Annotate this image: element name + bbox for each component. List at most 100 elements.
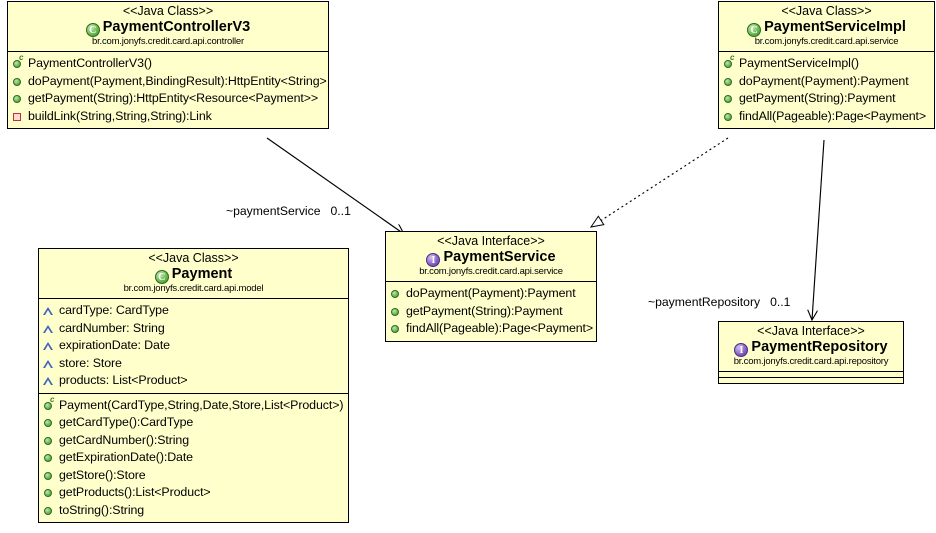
- member-label: doPayment(Payment):Payment: [406, 286, 576, 301]
- stereotype-label: <<Java Class>>: [781, 4, 872, 18]
- member-row[interactable]: findAll(Pageable):Page<Payment>: [722, 108, 932, 126]
- field-row[interactable]: products: List<Product>: [42, 372, 346, 390]
- member-label: getProducts():List<Product>: [59, 485, 211, 500]
- assoc-label-controller-to-service: ~paymentService 0..1: [226, 204, 351, 218]
- package-label: br.com.jonyfs.credit.card.api.repository: [733, 356, 889, 368]
- methods-compartment-paymentrepository: [719, 377, 903, 383]
- field-icon: [42, 304, 57, 318]
- methods-compartment-paymentserviceimpl: c PaymentServiceImpl() doPayment(Payment…: [719, 51, 934, 128]
- class-name-text: PaymentControllerV3: [102, 18, 251, 35]
- member-row[interactable]: findAll(Pageable):Page<Payment>: [389, 320, 594, 338]
- member-row[interactable]: buildLink(String,String,String):Link: [11, 108, 326, 126]
- member-label: getPayment(String):Payment: [406, 303, 563, 318]
- public-method-icon: [42, 486, 57, 500]
- constructor-icon: c: [11, 54, 26, 71]
- field-label: cardNumber: String: [59, 320, 165, 335]
- public-method-icon: [42, 504, 57, 518]
- class-name-text: PaymentRepository: [751, 338, 888, 355]
- member-row[interactable]: getPayment(String):Payment: [722, 90, 932, 108]
- class-name-text: Payment: [171, 265, 233, 282]
- member-row[interactable]: getStore():Store: [42, 467, 346, 485]
- field-row[interactable]: cardNumber: String: [42, 320, 346, 338]
- member-row[interactable]: getPayment(String):HttpEntity<Resource<P…: [11, 90, 326, 108]
- member-row[interactable]: getCardType():CardType: [42, 414, 346, 432]
- fields-compartment-paymentrepository: [719, 371, 903, 377]
- constructor-icon: c: [722, 54, 737, 71]
- assoc-role-paymentservice: ~paymentService: [226, 204, 321, 218]
- public-method-icon: [42, 451, 57, 465]
- member-row[interactable]: toString():String: [42, 502, 346, 520]
- member-label: getCardNumber():String: [59, 432, 190, 447]
- member-label: getPayment(String):Payment: [739, 91, 896, 106]
- member-row[interactable]: getCardNumber():String: [42, 432, 346, 450]
- member-label: PaymentServiceImpl(): [739, 56, 859, 71]
- member-row[interactable]: getPayment(String):Payment: [389, 303, 594, 321]
- methods-compartment-paymentcontrollerv3: c PaymentControllerV3() doPayment(Paymen…: [8, 51, 328, 128]
- class-name-text: PaymentService: [443, 248, 556, 265]
- field-icon: [42, 322, 57, 336]
- stereotype-label: <<Java Interface>>: [437, 234, 545, 248]
- member-label: findAll(Pageable):Page<Payment>: [406, 321, 594, 336]
- member-row[interactable]: c PaymentControllerV3(): [11, 54, 326, 73]
- member-row[interactable]: getExpirationDate():Date: [42, 449, 346, 467]
- public-method-icon: [722, 92, 737, 106]
- package-label: br.com.jonyfs.credit.card.api.model: [123, 283, 264, 295]
- public-method-icon: [42, 416, 57, 430]
- member-row[interactable]: doPayment(Payment):Payment: [722, 73, 932, 91]
- field-label: store: Store: [59, 355, 122, 370]
- member-label: Payment(CardType,String,Date,Store,List<…: [59, 397, 344, 412]
- methods-compartment-paymentservice: doPayment(Payment):Payment getPayment(St…: [386, 281, 596, 341]
- field-icon: [42, 357, 57, 371]
- member-row[interactable]: c Payment(CardType,String,Date,Store,Lis…: [42, 395, 346, 415]
- member-label: buildLink(String,String,String):Link: [28, 108, 212, 123]
- constructor-icon: c: [42, 395, 57, 413]
- member-row[interactable]: c PaymentServiceImpl(): [722, 54, 932, 73]
- member-row[interactable]: getProducts():List<Product>: [42, 484, 346, 502]
- member-label: getPayment(String):HttpEntity<Resource<P…: [28, 91, 318, 106]
- member-label: toString():String: [59, 502, 145, 517]
- field-label: expirationDate: Date: [59, 338, 170, 353]
- field-row[interactable]: expirationDate: Date: [42, 337, 346, 355]
- package-label: br.com.jonyfs.credit.card.api.service: [419, 266, 563, 278]
- member-row[interactable]: doPayment(Payment):Payment: [389, 285, 594, 303]
- fields-compartment-payment: cardType: CardType cardNumber: String ex…: [39, 298, 348, 393]
- member-label: doPayment(Payment,BindingResult):HttpEnt…: [28, 73, 327, 88]
- field-icon: [42, 339, 57, 353]
- java-class-icon: C: [85, 22, 100, 37]
- member-label: getCardType():CardType: [59, 415, 194, 430]
- java-class-icon: C: [154, 269, 169, 284]
- public-method-icon: [389, 287, 404, 301]
- member-label: findAll(Pageable):Page<Payment>: [739, 108, 927, 123]
- public-method-icon: [722, 75, 737, 89]
- public-method-icon: [11, 75, 26, 89]
- public-method-icon: [389, 305, 404, 319]
- member-label: getStore():Store: [59, 467, 146, 482]
- assoc-multiplicity-paymentservice: 0..1: [330, 204, 351, 218]
- field-row[interactable]: cardType: CardType: [42, 302, 346, 320]
- public-method-icon: [42, 469, 57, 483]
- public-method-icon: [722, 110, 737, 124]
- member-label: doPayment(Payment):Payment: [739, 73, 909, 88]
- connector-impl-to-repository: [812, 139, 825, 320]
- field-label: products: List<Product>: [59, 373, 188, 388]
- stereotype-label: <<Java Class>>: [148, 251, 239, 265]
- field-row[interactable]: store: Store: [42, 355, 346, 373]
- package-label: br.com.jonyfs.credit.card.api.service: [754, 36, 899, 48]
- stereotype-label: <<Java Interface>>: [757, 324, 865, 338]
- member-label: PaymentControllerV3(): [28, 56, 152, 71]
- public-method-icon: [11, 92, 26, 106]
- member-row[interactable]: doPayment(Payment,BindingResult):HttpEnt…: [11, 73, 327, 91]
